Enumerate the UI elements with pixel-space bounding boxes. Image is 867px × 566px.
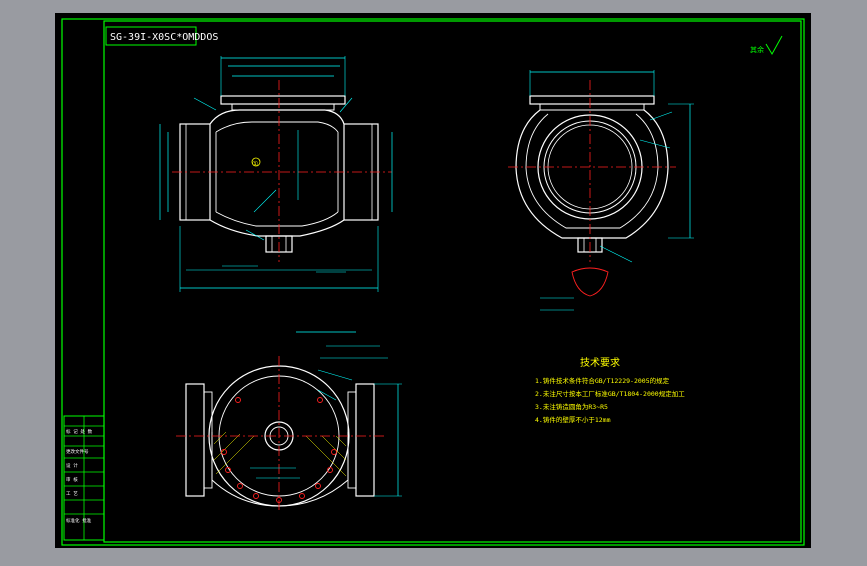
top-view: [176, 331, 402, 512]
inner-frame: [103, 20, 802, 543]
drawing-code-text: SG-39I-X0SC*OMDDOS: [110, 32, 218, 43]
roughness-note: 其余: [750, 45, 764, 54]
roughness-symbol: 其余: [750, 35, 783, 55]
title-block: 标 记 处 数 更改文件号 设 计 审 核 工 艺 标准化 批准: [63, 415, 105, 541]
tech-note-2: 2.未注尺寸按本工厂标准GB/T1804-2000规定加工: [535, 389, 685, 398]
title-block-row-4: 审 核: [66, 476, 78, 483]
title-block-row-2: 更改文件号: [66, 448, 89, 455]
outer-frame: [61, 18, 805, 546]
technical-requirements: 技术要求 1.铸件技术条件符合GB/T12229-2005的规定 2.未注尺寸按…: [535, 356, 685, 424]
drawing-sheet: [55, 13, 811, 548]
title-block-row-6: 标准化 批准: [66, 517, 92, 524]
tech-note-1: 1.铸件技术条件符合GB/T12229-2005的规定: [535, 376, 670, 385]
title-block-row-3: 设 计: [66, 462, 78, 469]
centre-mark: ①: [252, 160, 258, 168]
tech-title: 技术要求: [580, 356, 620, 369]
title-block-row-5: 工 艺: [66, 491, 78, 497]
front-view: ①: [159, 56, 393, 292]
tech-note-3: 3.未注铸造圆角为R3~R5: [535, 402, 608, 411]
title-block-row-1: 标 记 处 数: [66, 428, 93, 435]
side-view: [508, 70, 694, 311]
drawing-code-box: SG-39I-X0SC*OMDDOS: [105, 26, 218, 46]
tech-note-4: 4.铸件的壁厚不小于12mm: [535, 415, 611, 424]
